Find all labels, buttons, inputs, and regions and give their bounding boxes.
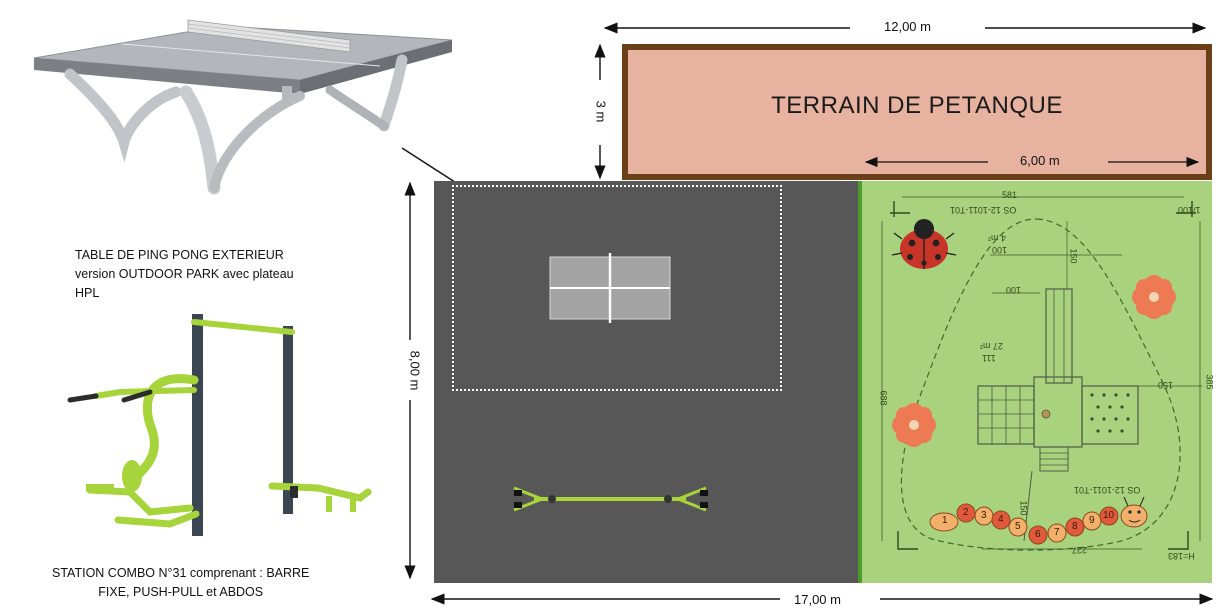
dim-581: 581	[1002, 190, 1018, 200]
ping-pong-table-plan	[549, 253, 671, 323]
fitness-caption: STATION COMBO N°31 comprenant : BARRE FI…	[52, 564, 309, 602]
caterpillar-number: 6	[1035, 529, 1041, 540]
fitness-caption-line2: FIXE, PUSH-PULL et ABDOS	[98, 585, 264, 599]
caterpillar-number: 9	[1089, 515, 1095, 526]
playground-drawing	[881, 196, 1202, 551]
terrain-inner-width-label: 6,00 m	[1020, 153, 1060, 168]
top-width-label: 12,00 m	[880, 19, 935, 34]
ping-pong-zone	[452, 185, 782, 391]
ping-pong-caption: TABLE DE PING PONG EXTERIEUR version OUT…	[75, 246, 294, 303]
caterpillar-number: 8	[1072, 521, 1078, 532]
terrain-inner-dimension	[864, 156, 1200, 168]
caterpillar-number: 1	[942, 515, 948, 526]
caterpillar-number: 7	[1054, 527, 1060, 538]
ping-pong-caption-line3: HPL	[75, 286, 100, 300]
caterpillar-number: 5	[1015, 521, 1021, 532]
caterpillar-number: 10	[1103, 510, 1115, 521]
fitness-station-plan	[513, 486, 708, 512]
caterpillar-number: 3	[981, 510, 987, 521]
ping-pong-caption-line1: TABLE DE PING PONG EXTERIEUR	[75, 248, 284, 262]
caterpillar	[929, 503, 1148, 545]
fitness-caption-line1: STATION COMBO N°31 comprenant : BARRE	[52, 566, 310, 580]
bottom-width-label: 17,00 m	[790, 592, 845, 607]
caterpillar-number: 4	[998, 514, 1004, 525]
playground-plan: 581 OS 12-1011-T01 1/100 4 m² 100 150 10…	[858, 181, 1215, 583]
terrain-title: TERRAIN DE PETANQUE	[771, 92, 1063, 119]
petanque-terrain: TERRAIN DE PETANQUE 6,00 m	[622, 44, 1212, 180]
asphalt-zone	[434, 181, 858, 583]
caterpillar-number: 2	[963, 507, 969, 518]
ping-pong-caption-line2: version OUTDOOR PARK avec plateau	[75, 267, 294, 281]
